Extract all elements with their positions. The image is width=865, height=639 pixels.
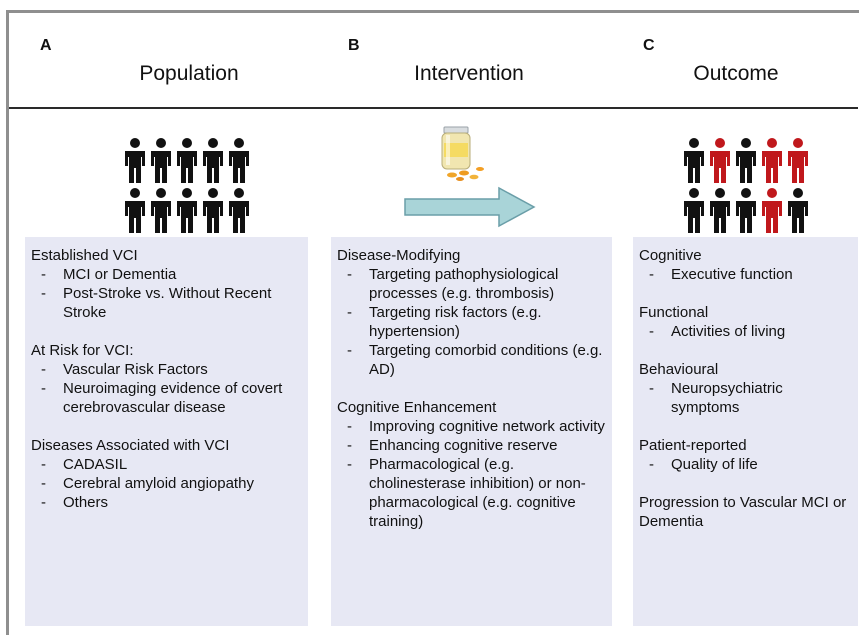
section-heading: Cognitive Enhancement bbox=[337, 399, 497, 416]
section-heading: Progression to Vascular MCI or Dementia bbox=[639, 494, 847, 530]
bullet-list: Executive function bbox=[639, 265, 852, 284]
population-people-icon bbox=[125, 138, 249, 233]
label-b: B bbox=[348, 37, 360, 54]
section-heading: Diseases Associated with VCI bbox=[31, 437, 230, 454]
bullet-list: MCI or DementiaPost-Stroke vs. Without R… bbox=[31, 265, 302, 322]
title-outcome: Outcome bbox=[693, 62, 779, 85]
figure-frame bbox=[6, 10, 859, 635]
bullet-list: Neuropsychiatric symptoms bbox=[639, 379, 852, 417]
title-intervention: Intervention bbox=[414, 62, 524, 85]
section-gap bbox=[31, 417, 302, 436]
bullet-item: Neuropsychiatric symptoms bbox=[639, 379, 852, 417]
bullet-list: Improving cognitive network activityEnha… bbox=[337, 417, 606, 531]
bullet-item: Cerebral amyloid angiopathy bbox=[31, 474, 302, 493]
section-heading: At Risk for VCI: bbox=[31, 342, 134, 359]
bullet-list: Quality of life bbox=[639, 455, 852, 474]
person-icon bbox=[736, 138, 756, 183]
bullet-item: Enhancing cognitive reserve bbox=[337, 436, 606, 455]
bullet-item: Neuroimaging evidence of covert cerebrov… bbox=[31, 379, 302, 417]
section-heading: Disease-Modifying bbox=[337, 247, 461, 264]
label-a: A bbox=[40, 37, 52, 54]
person-icon bbox=[710, 188, 730, 233]
person-icon bbox=[177, 188, 197, 233]
bullet-list: CADASILCerebral amyloid angiopathyOthers bbox=[31, 455, 302, 512]
header-divider bbox=[9, 107, 858, 109]
outcome-panel: CognitiveExecutive functionFunctionalAct… bbox=[633, 237, 858, 626]
bullet-item: Vascular Risk Factors bbox=[31, 360, 302, 379]
person-icon bbox=[788, 188, 808, 233]
person-icon bbox=[203, 188, 223, 233]
bullet-item: Activities of living bbox=[639, 322, 852, 341]
section-heading: Patient-reported bbox=[639, 437, 747, 454]
person-icon bbox=[229, 188, 249, 233]
section-gap bbox=[639, 474, 852, 493]
person-icon bbox=[177, 138, 197, 183]
person-icon-highlighted bbox=[762, 138, 782, 183]
bullet-list: Vascular Risk FactorsNeuroimaging eviden… bbox=[31, 360, 302, 417]
outcome-people-icon bbox=[684, 138, 808, 233]
section-heading: Behavioural bbox=[639, 361, 719, 378]
bullet-item: Targeting comorbid conditions (e.g. AD) bbox=[337, 341, 606, 379]
intervention-panel: Disease-ModifyingTargeting pathophysiolo… bbox=[331, 237, 612, 626]
person-icon-highlighted bbox=[762, 188, 782, 233]
bullet-item: Executive function bbox=[639, 265, 852, 284]
population-panel: Established VCIMCI or DementiaPost-Strok… bbox=[25, 237, 308, 626]
title-population: Population bbox=[139, 62, 239, 85]
section-gap bbox=[337, 379, 606, 398]
label-c: C bbox=[643, 37, 655, 54]
bullet-item: Targeting pathophysiological processes (… bbox=[337, 265, 606, 303]
section-gap bbox=[639, 341, 852, 360]
pill-bottle-icon bbox=[441, 126, 484, 181]
person-icon bbox=[151, 138, 171, 183]
section-heading: Cognitive bbox=[639, 247, 702, 264]
section-heading: Functional bbox=[639, 304, 709, 321]
person-icon bbox=[684, 188, 704, 233]
section-gap bbox=[31, 322, 302, 341]
bullet-item: Others bbox=[31, 493, 302, 512]
bullet-item: Quality of life bbox=[639, 455, 852, 474]
person-icon bbox=[125, 138, 145, 183]
bullet-item: CADASIL bbox=[31, 455, 302, 474]
bullet-item: Improving cognitive network activity bbox=[337, 417, 606, 436]
section-gap bbox=[639, 417, 852, 436]
bullet-item: Post-Stroke vs. Without Recent Stroke bbox=[31, 284, 302, 322]
section-heading: Established VCI bbox=[31, 247, 138, 264]
person-icon-highlighted bbox=[788, 138, 808, 183]
right-arrow-icon bbox=[404, 186, 536, 228]
bullet-list: Targeting pathophysiological processes (… bbox=[337, 265, 606, 379]
bullet-item: Targeting risk factors (e.g. hypertensio… bbox=[337, 303, 606, 341]
bullet-list: Activities of living bbox=[639, 322, 852, 341]
person-icon bbox=[151, 188, 171, 233]
person-icon bbox=[736, 188, 756, 233]
person-icon bbox=[684, 138, 704, 183]
bullet-item: Pharmacological (e.g. cholinesterase inh… bbox=[337, 455, 606, 531]
person-icon bbox=[229, 138, 249, 183]
person-icon bbox=[203, 138, 223, 183]
section-gap bbox=[639, 284, 852, 303]
bullet-item: MCI or Dementia bbox=[31, 265, 302, 284]
person-icon bbox=[125, 188, 145, 233]
person-icon-highlighted bbox=[710, 138, 730, 183]
